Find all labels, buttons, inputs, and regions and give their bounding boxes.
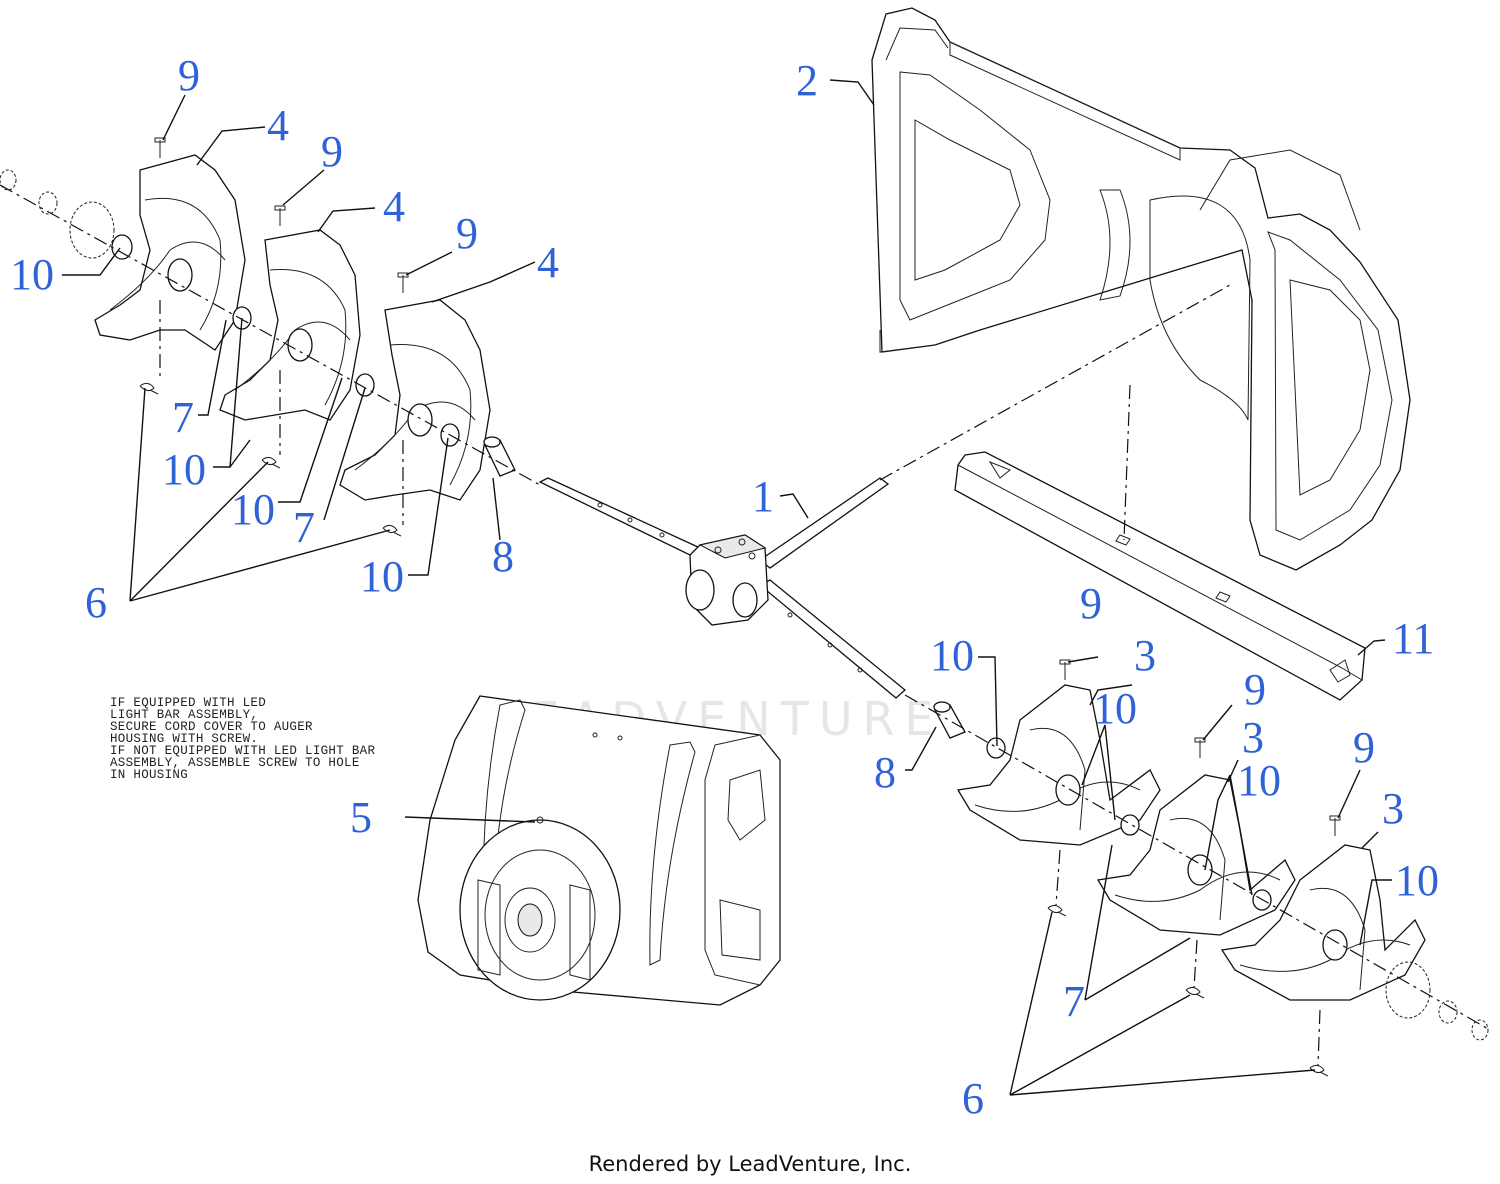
callout-10: 10: [360, 552, 404, 601]
callout-9: 9: [1353, 723, 1375, 772]
shear-bolts: [154, 137, 1341, 836]
callout-9: 9: [456, 209, 478, 258]
callout-6: 6: [962, 1074, 984, 1123]
auger-end-hardware-left: [0, 169, 115, 259]
callout-8: 8: [492, 532, 514, 581]
callout-4: 4: [267, 101, 289, 150]
callout-8: 8: [874, 748, 896, 797]
callout-1: 1: [752, 472, 774, 521]
callout-labels: 2 9 4 9 4 9 4 10 7 10 10 7 10 8 6 1 11 1…: [10, 51, 1439, 1123]
callout-4: 4: [537, 238, 559, 287]
leader-lines: [62, 79, 1392, 1096]
callout-7: 7: [293, 503, 315, 552]
callout-9: 9: [178, 51, 200, 100]
callout-9: 9: [321, 127, 343, 176]
cotter-pins: [139, 382, 1329, 1077]
callout-11: 11: [1392, 614, 1434, 663]
auger-end-hardware-right: [1385, 961, 1489, 1041]
footer-credit: Rendered by LeadVenture, Inc.: [588, 1152, 912, 1176]
assembly-note: IF EQUIPPED WITH LED LIGHT BAR ASSEMBLY,…: [110, 696, 376, 782]
auger-flight-lower-right-1: [956, 684, 1161, 846]
callout-10: 10: [231, 485, 275, 534]
callout-9: 9: [1244, 665, 1266, 714]
callout-10: 10: [1237, 756, 1281, 805]
callout-7: 7: [172, 393, 194, 442]
callout-9: 9: [1080, 579, 1102, 628]
callout-10: 10: [930, 631, 974, 680]
callout-10: 10: [1395, 856, 1439, 905]
callout-6: 6: [85, 578, 107, 627]
callout-2: 2: [796, 56, 818, 105]
gearbox-and-shaft: [538, 477, 907, 699]
callout-7: 7: [1063, 977, 1085, 1026]
spacer-bearing-8-lower: [933, 701, 966, 739]
impeller-housing: [417, 695, 781, 1006]
assembly-centerlines: [0, 184, 1491, 1066]
callout-10: 10: [162, 445, 206, 494]
auger-housing-frame: [871, 7, 1411, 571]
callout-5: 5: [350, 793, 372, 842]
auger-flight-upper-left-3: [339, 299, 491, 501]
callout-4: 4: [383, 182, 405, 231]
callout-3: 3: [1134, 631, 1156, 680]
callout-3: 3: [1242, 713, 1264, 762]
callout-10: 10: [1093, 684, 1137, 733]
callout-3: 3: [1382, 784, 1404, 833]
callout-10: 10: [10, 250, 54, 299]
shave-plate: [954, 451, 1366, 701]
